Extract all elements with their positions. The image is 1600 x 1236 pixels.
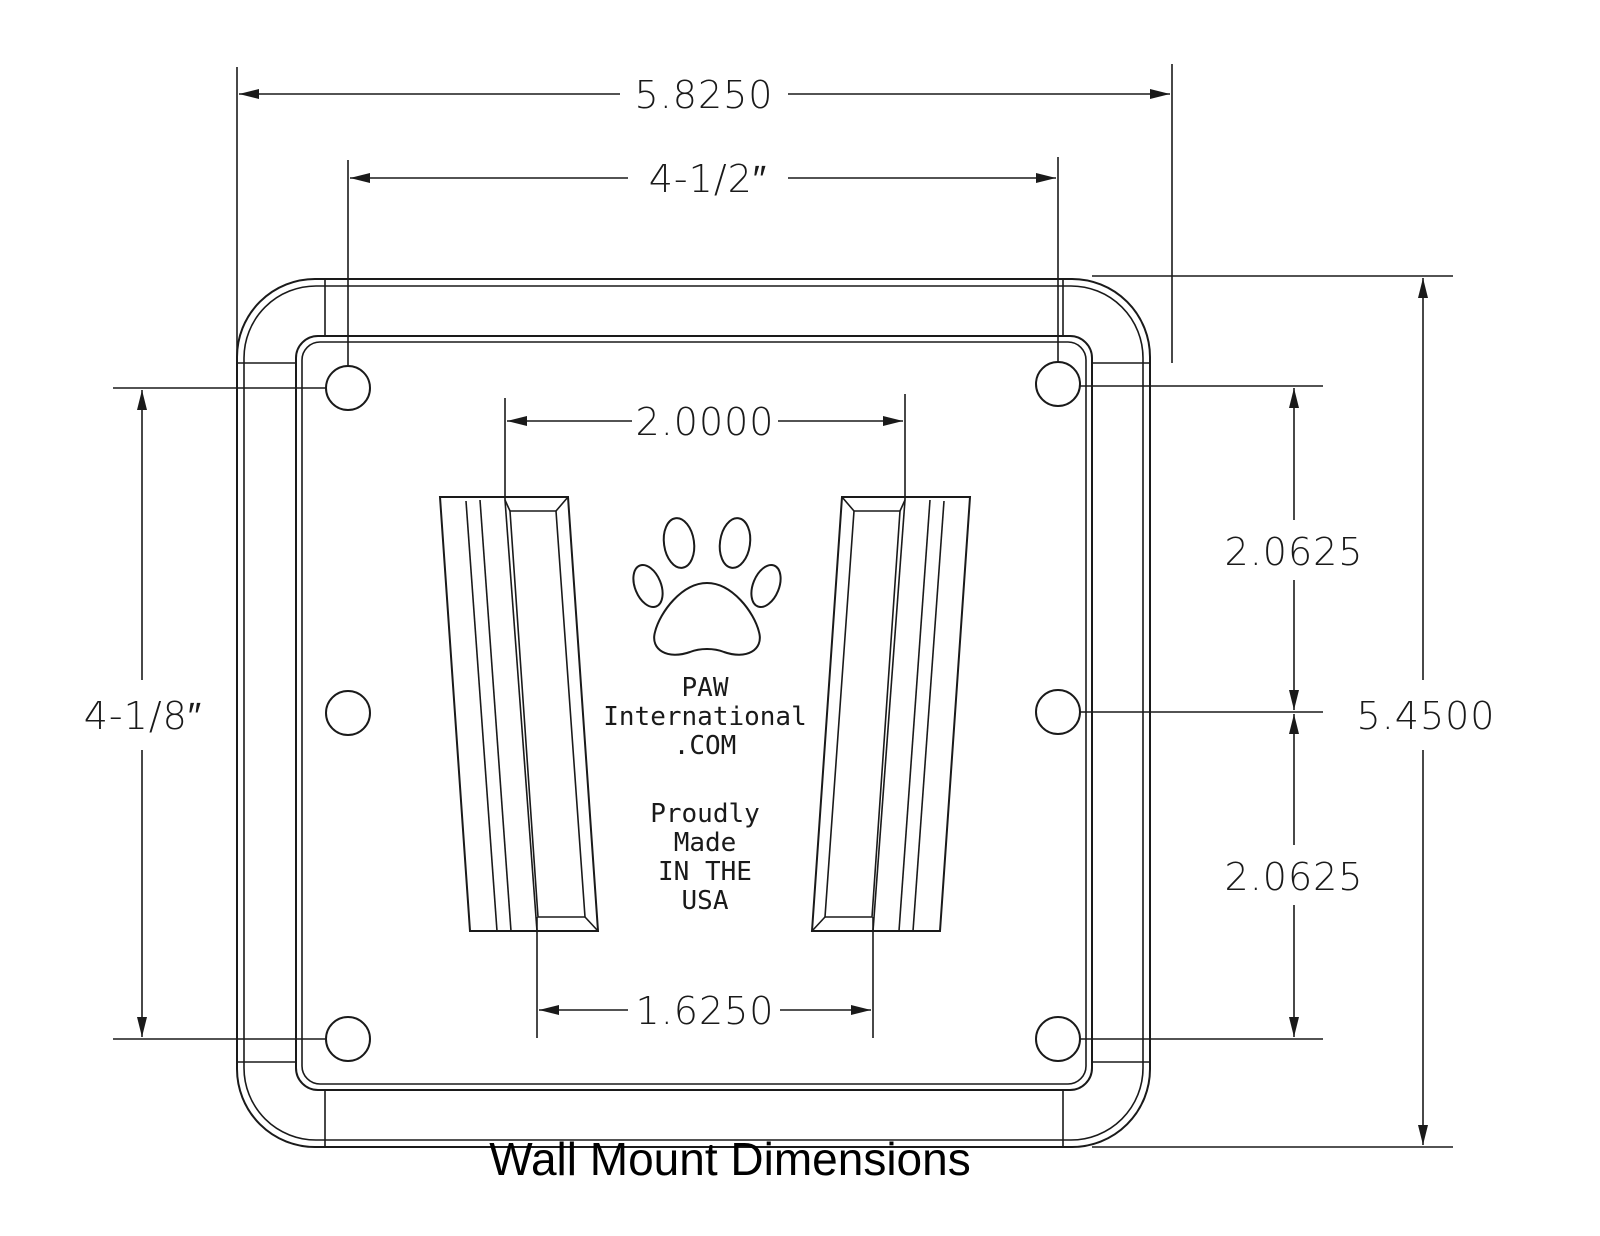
extension-lines [113, 64, 1453, 1148]
stamp-line-made: Made [674, 828, 737, 858]
mounting-hole-top-left [325, 365, 371, 411]
dim-hole-spacing-width-label: 4-1/2″ [649, 157, 768, 201]
stamp-line-com: .COM [674, 731, 737, 761]
dim-hole-spacing-height-label: 4-1/8″ [84, 694, 203, 738]
dim-overall-width-label: 5.8250 [635, 73, 774, 117]
mounting-hole-bottom-right [1035, 1016, 1081, 1062]
stamp-line-usa: USA [682, 886, 729, 916]
dim-overall-height-label: 5.4500 [1357, 694, 1496, 738]
mounting-hole-mid-left [325, 690, 371, 736]
dim-slot-top-spacing-label: 2.0000 [636, 400, 775, 444]
dim-slot-bottom-spacing-label: 1.6250 [636, 989, 775, 1033]
dim-lower-half-label: 2.0625 [1225, 855, 1364, 899]
stamp-line-paw: PAW [682, 673, 729, 703]
drawing-caption: Wall Mount Dimensions [489, 1133, 971, 1185]
stamp-line-international: International [603, 702, 807, 732]
plate-outline [236, 278, 1151, 1148]
mounting-hole-mid-right [1035, 689, 1081, 735]
stamp-line-proudly: Proudly [650, 799, 760, 829]
stamp-line-in-the: IN THE [658, 857, 752, 887]
slot-right [810, 496, 972, 932]
paw-print-icon [632, 517, 782, 656]
dim-upper-half-label: 2.0625 [1225, 530, 1364, 574]
mounting-hole-bottom-left [325, 1016, 371, 1062]
mounting-hole-top-right [1035, 361, 1081, 407]
slot-left [438, 496, 600, 932]
